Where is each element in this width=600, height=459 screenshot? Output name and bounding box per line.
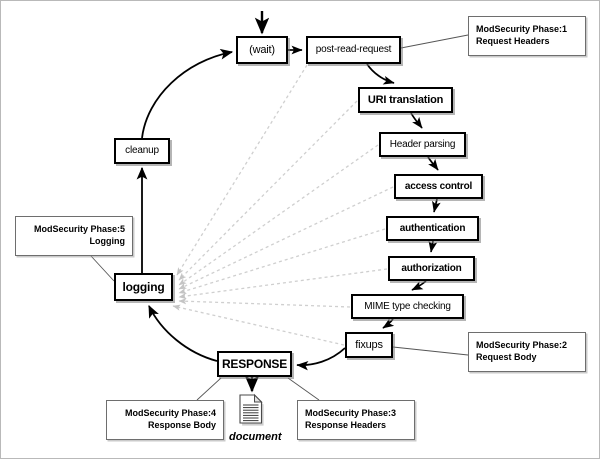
node-access-control[interactable]: access control xyxy=(394,174,483,199)
node-header-parsing[interactable]: Header parsing xyxy=(379,132,466,157)
note-phase3-line1: ModSecurity Phase:3 xyxy=(305,408,397,418)
node-authorization[interactable]: authorization xyxy=(388,256,475,281)
edge-post-read-to-uri xyxy=(366,63,395,85)
note-modsecurity-phase-4: ModSecurity Phase:4 Response Body xyxy=(106,400,224,440)
node-uri-translation[interactable]: URI translation xyxy=(358,87,453,113)
leader-phase1 xyxy=(400,34,469,49)
edge-authz-to-logging xyxy=(178,268,388,300)
note-phase1-line1: ModSecurity Phase:1 xyxy=(476,24,568,34)
edge-uri-to-header xyxy=(410,112,423,129)
edge-post-read-to-logging xyxy=(176,64,308,276)
edge-mime-to-logging xyxy=(178,298,351,308)
node-fixups[interactable]: fixups xyxy=(345,332,393,358)
note-modsecurity-phase-5: ModSecurity Phase:5 Logging xyxy=(15,216,133,256)
note-modsecurity-phase-3: ModSecurity Phase:3 Response Headers xyxy=(297,400,415,440)
edge-authn-to-authz xyxy=(428,240,438,253)
edge-access-to-logging xyxy=(178,186,394,290)
edge-fixups-to-response xyxy=(296,347,346,371)
edge-access-to-authn xyxy=(432,198,441,213)
edge-header-to-logging xyxy=(178,144,379,286)
node-cleanup[interactable]: cleanup xyxy=(114,138,170,164)
node-logging[interactable]: logging xyxy=(114,273,173,301)
edge-cleanup-to-wait xyxy=(141,48,234,139)
node-wait[interactable]: (wait) xyxy=(236,36,288,64)
document-caption: document xyxy=(229,431,282,443)
leader-phase5 xyxy=(90,255,115,282)
node-authentication[interactable]: authentication xyxy=(386,216,479,241)
leader-phase4 xyxy=(196,377,222,401)
node-mime-type-checking[interactable]: MIME type checking xyxy=(351,294,464,319)
note-phase4-line2: Response Body xyxy=(147,420,216,431)
edge-authz-to-mime xyxy=(411,280,427,291)
note-phase2-line2: Request Body xyxy=(476,352,537,363)
note-modsecurity-phase-1: ModSecurity Phase:1 Request Headers xyxy=(468,16,586,56)
note-modsecurity-phase-2: ModSecurity Phase:2 Request Body xyxy=(468,332,586,372)
leader-phase3 xyxy=(287,377,320,401)
note-phase4-line1: ModSecurity Phase:4 xyxy=(124,408,216,418)
edge-authn-to-logging xyxy=(178,228,386,294)
note-phase2-line1: ModSecurity Phase:2 xyxy=(476,340,568,350)
node-response[interactable]: RESPONSE xyxy=(217,351,292,377)
edge-fixups-to-logging xyxy=(172,304,345,346)
note-phase1-line2: Request Headers xyxy=(476,36,550,47)
note-phase3-line2: Response Headers xyxy=(305,420,387,431)
leader-phase2 xyxy=(392,346,469,356)
note-phase5-line1: ModSecurity Phase:5 xyxy=(33,224,125,234)
edge-response-to-logging xyxy=(148,305,218,362)
node-post-read-request[interactable]: post-read-request xyxy=(306,36,401,64)
edge-uri-to-logging xyxy=(178,100,358,281)
edge-mime-to-fixups xyxy=(382,318,395,329)
edge-header-to-access xyxy=(427,156,439,171)
note-phase5-line2: Logging xyxy=(89,236,126,247)
document-icon xyxy=(239,393,264,426)
